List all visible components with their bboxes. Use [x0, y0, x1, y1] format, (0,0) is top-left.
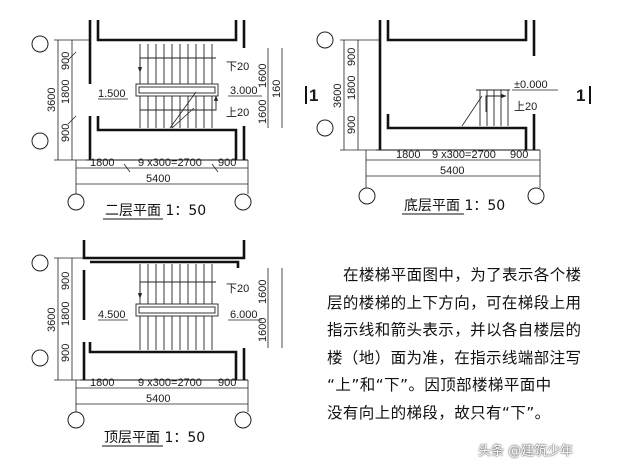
stair-treads	[135, 44, 219, 129]
arrow-label-up: 上20	[514, 100, 537, 113]
walls	[86, 20, 248, 161]
dim-segment: 1800	[60, 302, 72, 326]
axis-circle	[31, 349, 49, 367]
dim-total: 5400	[146, 393, 170, 405]
dim-segment: 900	[60, 124, 72, 142]
walls	[376, 20, 540, 151]
dim-segment: 1800	[60, 80, 72, 104]
description-line: “上”和“下”。因顶部楼梯平面中	[327, 376, 552, 394]
dim-segment: 9 x300=2700	[138, 157, 202, 169]
level-mark: 1.500	[98, 88, 126, 100]
axis-circle	[234, 193, 252, 211]
level-mark: 4.500	[98, 309, 126, 321]
dim-total: 160	[271, 80, 283, 98]
axis-circle	[316, 31, 334, 49]
dim-total: 3600	[46, 88, 58, 112]
dim-total: 3600	[332, 84, 344, 108]
dim-segment: 900	[346, 116, 358, 134]
axis-circle	[67, 193, 85, 211]
second-floor-plan: 下20 上20 1.500 3.000 3600 900 1800 900 16…	[31, 20, 283, 220]
level-mark: ±0.000	[514, 79, 548, 91]
axis-circle	[527, 187, 545, 205]
dim-segment: 1800	[346, 76, 358, 100]
description-text: 在楼梯平面图中，为了表示各个楼 层的楼梯的上下方向，可在梯段上用 指示线和箭头表…	[327, 262, 623, 427]
axis-circle	[67, 411, 85, 429]
stair-treads	[135, 264, 219, 350]
dim-total: 5400	[146, 173, 170, 185]
dim-segment: 1600	[257, 280, 269, 304]
dim-segment: 1800	[396, 149, 420, 161]
plan-caption: 底层平面 1：50	[404, 198, 505, 214]
ground-floor-plan: 上20 ±0.000 1 1 3600 900 1800 900 1800 9 …	[305, 20, 591, 215]
walls	[80, 240, 248, 381]
arrow-label-down: 下20	[226, 61, 249, 73]
dim-segment: 9 x300=2700	[432, 149, 496, 161]
dim-segment: 1600	[257, 64, 269, 88]
dim-segment: 900	[60, 272, 72, 290]
dim-segment: 900	[218, 377, 236, 389]
dim-total: 3600	[46, 308, 58, 332]
axis-circle	[234, 411, 252, 429]
axis-circle	[316, 119, 334, 137]
arrow-label-up: 上20	[226, 106, 249, 119]
description-line: 没有向上的梯段，故只有“下”。	[327, 403, 551, 422]
axis-circle	[31, 254, 49, 272]
dim-segment: 9 x300=2700	[138, 377, 202, 389]
section-mark: 1	[309, 86, 318, 105]
dim-segment: 900	[510, 149, 528, 161]
plan-caption: 顶层平面 1：50	[104, 430, 205, 446]
dim-segment: 1600	[257, 318, 269, 342]
axis-circle	[358, 187, 376, 205]
arrow-label-down: 下20	[226, 283, 249, 295]
level-mark: 3.000	[230, 85, 258, 97]
dim-segment: 900	[60, 52, 72, 70]
description-line: 楼（地）面为准，在指示线端部注写	[327, 348, 582, 367]
description-line: 在楼梯平面图中，为了表示各个楼	[343, 266, 582, 284]
axis-circle	[31, 35, 49, 53]
description-line: 指示线和箭头表示，并以各自楼层的	[327, 321, 582, 339]
top-floor-plan: 下20 4.500 6.000 3600 900 1800 900 1600 1…	[31, 240, 283, 447]
dim-segment: 900	[218, 157, 236, 169]
dim-segment: 1600	[257, 100, 269, 124]
section-mark: 1	[576, 86, 585, 105]
dim-total: 5400	[440, 165, 464, 177]
dim-segment: 1800	[90, 377, 114, 389]
description-line: 层的楼梯的上下方向，可在梯段上用	[327, 293, 582, 312]
level-mark: 6.000	[230, 309, 258, 321]
plan-caption: 二层平面 1：50	[105, 203, 206, 219]
dim-segment: 1800	[90, 157, 114, 169]
watermark: 头条 @建筑少年	[478, 444, 574, 459]
dim-segment: 900	[60, 344, 72, 362]
axis-circle	[31, 132, 49, 150]
dim-segment: 900	[346, 48, 358, 66]
